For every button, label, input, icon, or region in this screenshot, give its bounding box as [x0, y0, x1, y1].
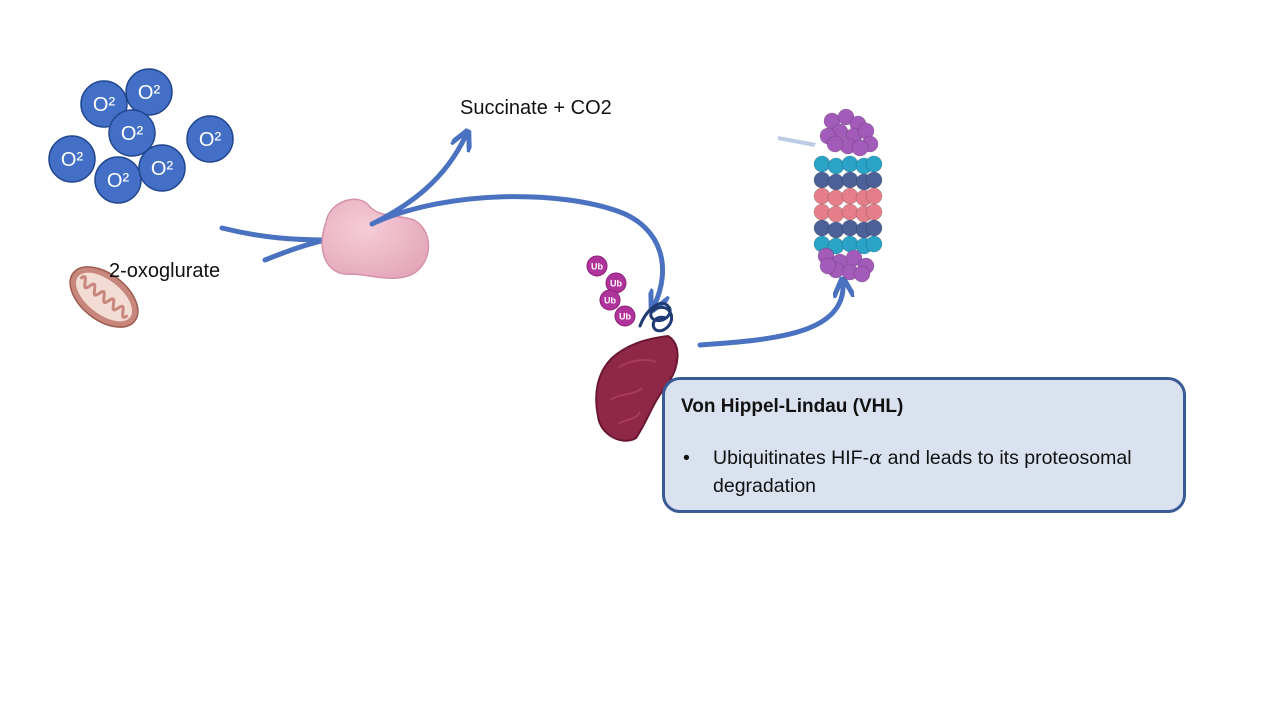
- oxygen-label: O²: [121, 123, 144, 145]
- ubiquitin-icon: Ub: [614, 305, 636, 327]
- vhl-description-start: Ubiquitinates HIF-: [713, 447, 870, 469]
- products-label: Succinate + CO2: [460, 97, 612, 119]
- ubiquitin-icon: Ub: [605, 272, 627, 294]
- oxoglutarate-label: 2-oxoglurate: [109, 260, 221, 282]
- ubiquitin-label: Ub: [604, 296, 616, 306]
- vhl-info-box: Von Hippel-Lindau (VHL) • Ubiquitinates …: [662, 377, 1186, 513]
- oxygen-label: O²: [151, 158, 174, 180]
- ubiquitin-label: Ub: [619, 312, 631, 322]
- vhl-bullet: • Ubiquitinates HIF-α and leads to its p…: [681, 444, 1167, 500]
- bullet-dot: •: [683, 447, 690, 469]
- vhl-description: Ubiquitinates HIF-α and leads to its pro…: [713, 444, 1167, 500]
- mitochondrion-icon: [69, 266, 139, 328]
- oxygen-molecule-icon: O²: [80, 80, 128, 128]
- oxygen-molecule-icon: O²: [186, 115, 234, 163]
- oxygen-molecule-icon: O²: [108, 109, 156, 157]
- oxygen-molecule-icon: O²: [94, 156, 142, 204]
- prolyl-hydroxylase-icon: [321, 198, 430, 279]
- degradation-arrow: [697, 283, 843, 348]
- oxygen-label: O²: [199, 129, 222, 151]
- ubiquitin-label: Ub: [591, 262, 603, 272]
- oxygen-molecule-icon: O²: [48, 135, 96, 183]
- oxygen-label: O²: [93, 94, 116, 116]
- products-arrow: [369, 135, 466, 227]
- vhl-title: Von Hippel-Lindau (VHL): [681, 396, 904, 417]
- vhl-description-end: and leads to its proteosomal degradation: [713, 447, 1132, 497]
- oxygen-molecule-icon: O²: [138, 144, 186, 192]
- ubiquitin-icon: Ub: [586, 255, 608, 277]
- alpha-symbol: α: [869, 446, 883, 469]
- oxygen-input-arrow: [219, 225, 333, 243]
- oxygen-label: O²: [107, 170, 130, 192]
- hydroxylation-arrow: [373, 194, 663, 306]
- vhl-protein-icon: [595, 334, 679, 442]
- ubiquitin-icon: Ub: [599, 289, 621, 311]
- oxygen-label: O²: [61, 149, 84, 171]
- ubiquitin-label: Ub: [610, 279, 622, 289]
- hif-peptide-icon: [638, 302, 673, 333]
- oxygen-label: O²: [138, 82, 161, 104]
- oxygen-molecule-icon: O²: [125, 68, 173, 116]
- proteasome-icon: [778, 108, 883, 283]
